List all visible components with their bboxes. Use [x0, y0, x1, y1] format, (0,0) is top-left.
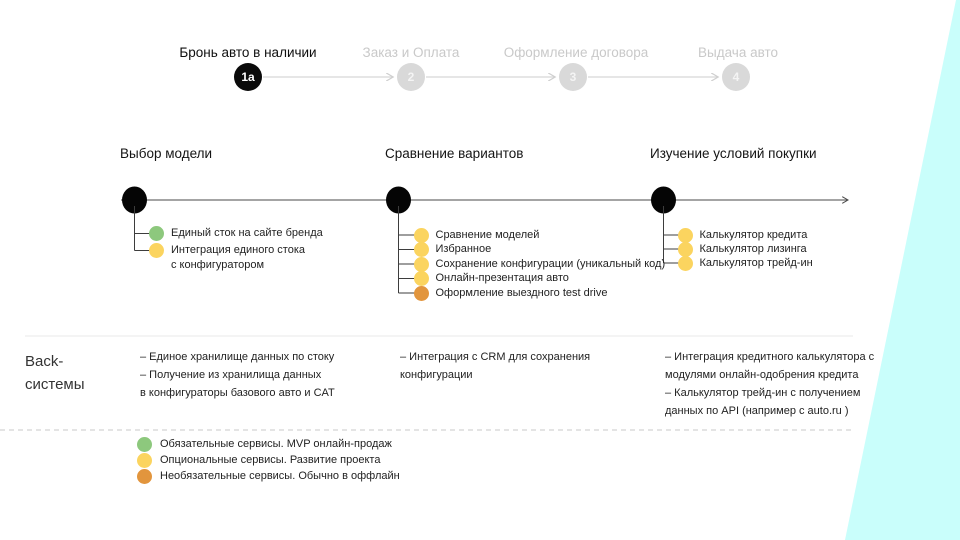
legend-item: Опциональные сервисы. Развитие проекта	[137, 453, 380, 468]
green-dot-icon	[137, 437, 152, 452]
orange-dot-icon	[413, 285, 429, 301]
service-item: Единый сток на сайте бренда	[149, 226, 323, 241]
service-item: Калькулятор трейд-ин	[677, 255, 813, 271]
back-note-stage-2: – Интеграция с CRM для сохранения конфиг…	[400, 351, 591, 381]
yellow-dot-icon	[149, 243, 164, 258]
yellow-dot-icon	[413, 271, 429, 286]
step-badge-1a[interactable]: 1a	[234, 63, 262, 91]
back-note-stage-1: – Единое хранилище данных по стоку – Пол…	[140, 351, 335, 399]
service-item: Сохранение конфигурации (уникальный код)	[413, 256, 666, 272]
yellow-dot-icon	[413, 227, 429, 243]
legend-label: Обязательные сервисы. MVP онлайн-продаж	[160, 438, 392, 450]
service-label: Сохранение конфигурации (уникальный код)	[435, 257, 666, 270]
legend-label: Опциональные сервисы. Развитие проекта	[160, 454, 381, 466]
service-label: Интеграция единого стока с конфигураторо…	[171, 244, 305, 271]
back-systems-label: Back- системы	[25, 353, 85, 393]
service-label: Калькулятор лизинга	[699, 242, 807, 255]
legend-item: Обязательные сервисы. MVP онлайн-продаж	[137, 437, 392, 452]
service-item: Онлайн-презентация авто	[413, 271, 569, 286]
service-label: Единый сток на сайте бренда	[171, 227, 323, 239]
stage-title-izuchenie-uslovij: Изучение условий покупки	[650, 146, 817, 161]
service-item: Сравнение моделей	[413, 227, 540, 243]
orange-dot-icon	[137, 469, 152, 484]
step-label-vydacha-avto[interactable]: Выдача авто	[697, 45, 779, 60]
service-item: Интеграция единого стока с конфигураторо…	[149, 243, 305, 273]
service-item: Калькулятор лизинга	[677, 241, 807, 257]
yellow-dot-icon	[413, 256, 429, 272]
green-dot-icon	[149, 226, 164, 241]
step-label-zakaz-oplata[interactable]: Заказ и Оплата	[362, 45, 460, 60]
yellow-dot-icon	[413, 242, 429, 257]
step-label-oformlenie-dogovora[interactable]: Оформление договора	[503, 45, 649, 60]
service-item: Избранное	[413, 242, 492, 257]
service-label: Калькулятор кредита	[699, 228, 808, 241]
yellow-dot-icon	[137, 453, 152, 468]
service-item: Оформление выездного test drive	[413, 285, 608, 301]
service-label: Оформление выездного test drive	[435, 286, 608, 299]
stage-title-vybor-modeli: Выбор модели	[120, 146, 213, 161]
service-label: Сравнение моделей	[435, 228, 540, 241]
legend-label: Необязательные сервисы. Обычно в оффлайн	[160, 470, 400, 482]
step-badge-3[interactable]: 3	[559, 63, 587, 91]
service-label: Онлайн-презентация авто	[435, 272, 569, 284]
service-item: Калькулятор кредита	[677, 227, 808, 243]
service-label: Калькулятор трейд-ин	[699, 256, 813, 269]
step-badge-4[interactable]: 4	[722, 63, 750, 91]
service-label: Избранное	[435, 243, 492, 255]
back-note-stage-3: – Интеграция кредитного калькулятора с м…	[665, 351, 875, 417]
yellow-dot-icon	[677, 241, 693, 257]
stage-title-sravnenie-variantov: Сравнение вариантов	[385, 146, 524, 161]
yellow-dot-icon	[677, 227, 693, 243]
step-label-bron-avto[interactable]: Бронь авто в наличии	[179, 45, 317, 60]
yellow-dot-icon	[677, 255, 693, 271]
step-badge-2[interactable]: 2	[397, 63, 425, 91]
legend-item: Необязательные сервисы. Обычно в оффлайн	[137, 469, 400, 484]
